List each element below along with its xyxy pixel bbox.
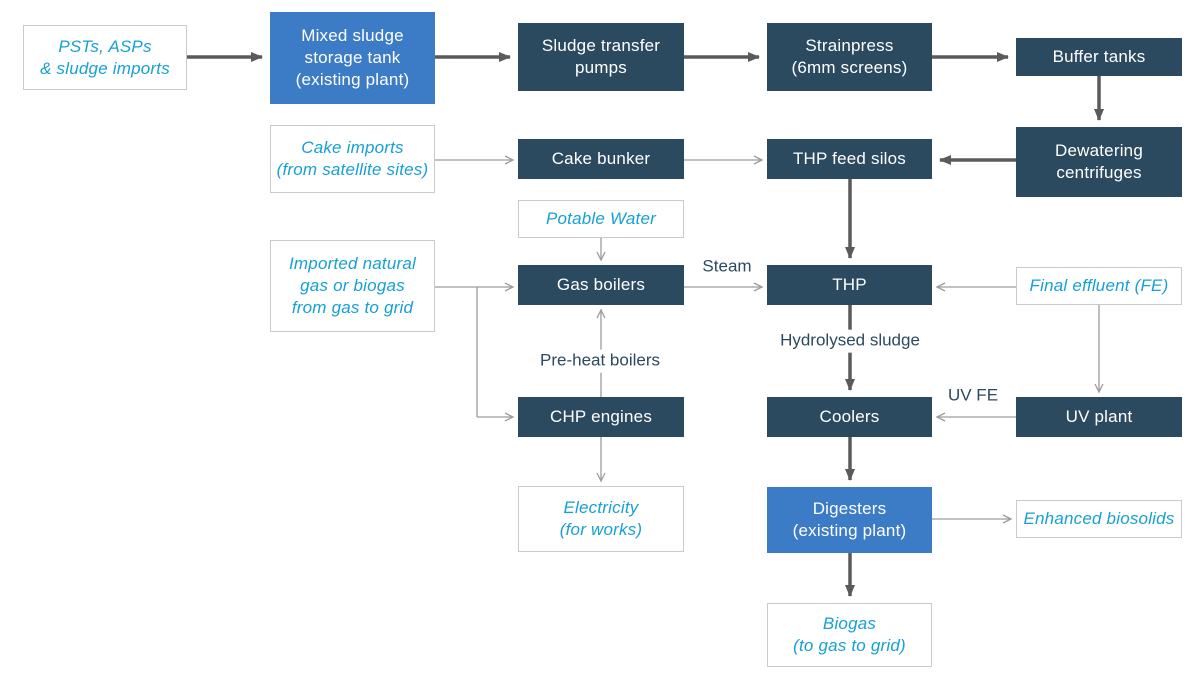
node-dewatering-centrifuges: Dewatering centrifuges <box>1016 127 1182 197</box>
node-cake-bunker: Cake bunker <box>518 139 684 179</box>
node-imported-natural-gas: Imported natural gas or biogas from gas … <box>270 240 435 332</box>
node-psts-asps-sludge-imports: PSTs, ASPs & sludge imports <box>23 25 187 90</box>
node-strainpress: Strainpress (6mm screens) <box>767 23 932 91</box>
main-flow-arrows <box>187 52 1104 597</box>
node-final-effluent: Final effluent (FE) <box>1016 267 1182 305</box>
node-coolers: Coolers <box>767 397 932 437</box>
node-digesters: Digesters (existing plant) <box>767 487 932 553</box>
node-sludge-transfer-pumps: Sludge transfer pumps <box>518 23 684 91</box>
node-chp-engines: CHP engines <box>518 397 684 437</box>
node-potable-water: Potable Water <box>518 200 684 238</box>
node-mixed-sludge-storage-tank: Mixed sludge storage tank (existing plan… <box>270 12 435 104</box>
edge-label-pre-heat-boilers: Pre-heat boilers <box>533 349 667 373</box>
node-gas-boilers: Gas boilers <box>518 265 684 305</box>
node-thp: THP <box>767 265 932 305</box>
edge-label-hydrolysed-sludge: Hydrolysed sludge <box>774 329 926 353</box>
edge-label-steam: Steam <box>702 256 752 276</box>
node-cake-imports: Cake imports (from satellite sites) <box>270 125 435 193</box>
node-thp-feed-silos: THP feed silos <box>767 139 932 179</box>
node-uv-plant: UV plant <box>1016 397 1182 437</box>
node-electricity-for-works: Electricity (for works) <box>518 486 684 552</box>
edge-label-uv-fe: UV FE <box>947 385 999 405</box>
node-buffer-tanks: Buffer tanks <box>1016 38 1182 76</box>
node-biogas: Biogas (to gas to grid) <box>767 603 932 667</box>
node-enhanced-biosolids: Enhanced biosolids <box>1016 500 1182 538</box>
